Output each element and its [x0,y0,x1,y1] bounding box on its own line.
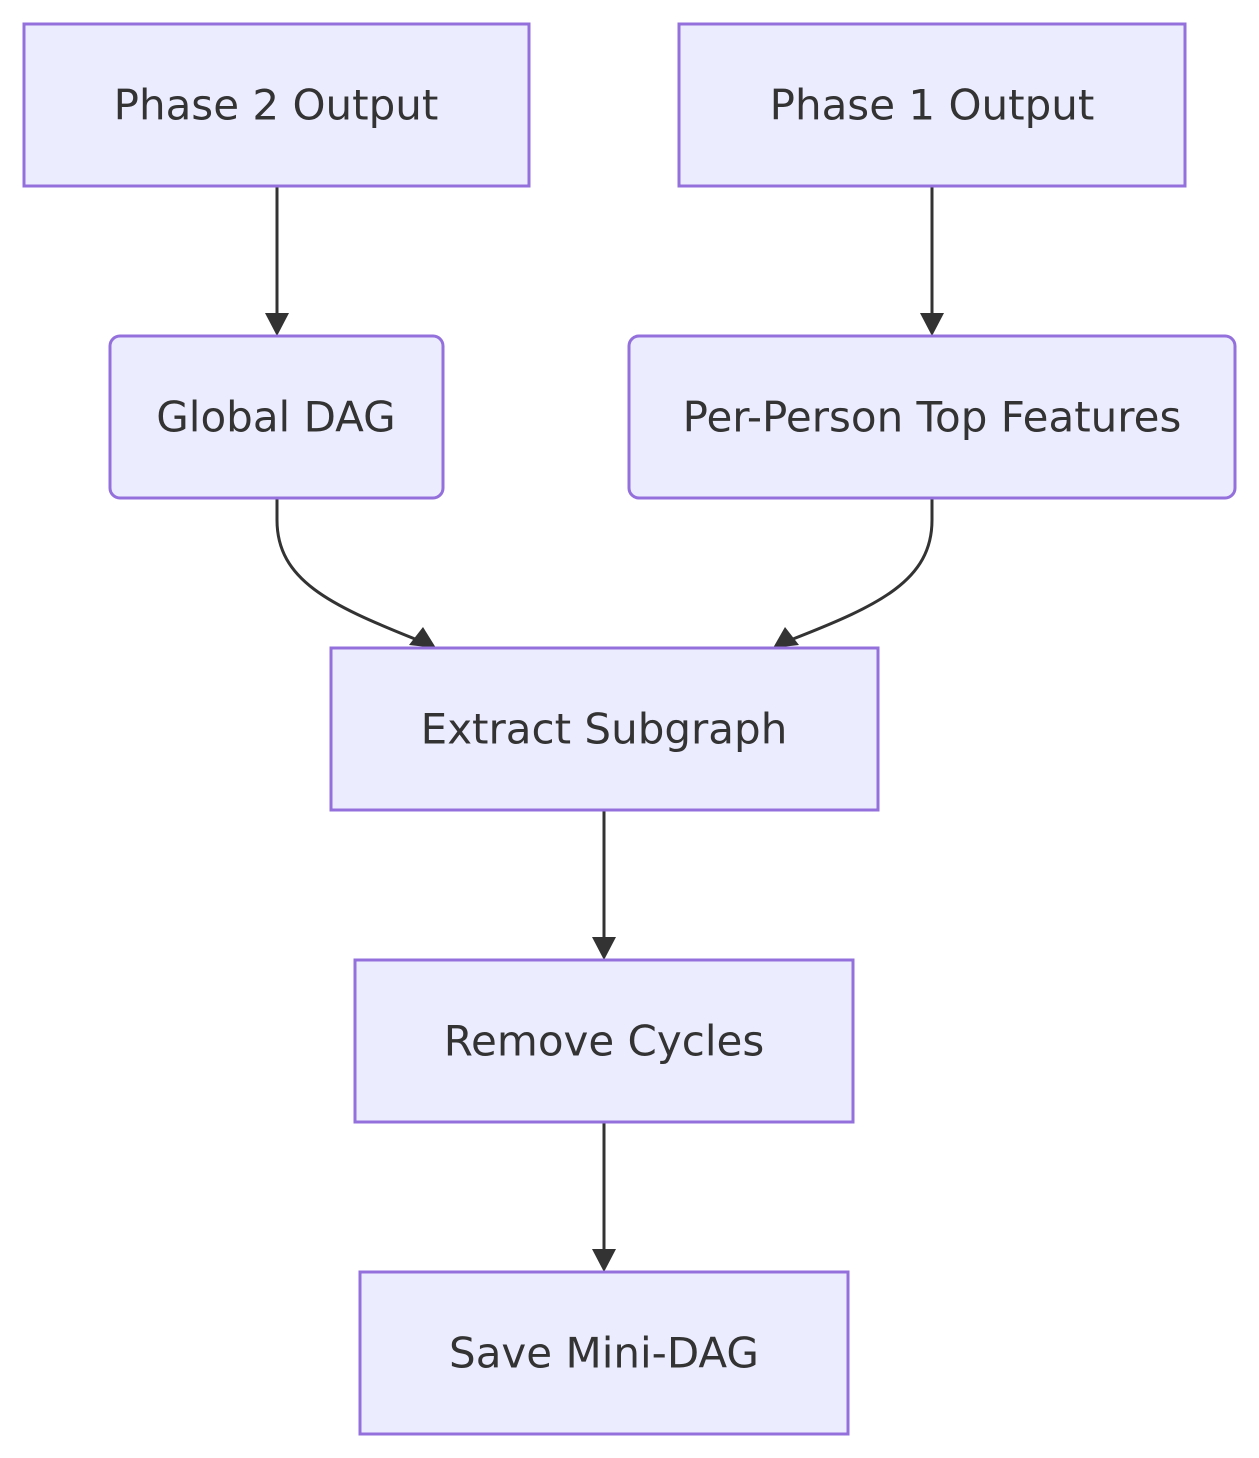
edge-phase2-to-global-dag [265,187,289,336]
node-per-person-top-features: Per-Person Top Features [627,334,1237,500]
node-label: Global DAG [156,393,395,442]
node-label: Phase 2 Output [114,81,439,130]
edge-global-dag-to-extract [275,498,436,648]
node-save-mini-dag: Save Mini-DAG [358,1270,850,1436]
arrowhead-icon [920,313,944,336]
arrowhead-icon [773,627,799,648]
node-extract-subgraph: Extract Subgraph [329,646,880,812]
edge-remove-cycles-to-save [592,1123,616,1272]
arrowhead-icon [265,313,289,336]
node-label: Remove Cycles [444,1017,764,1066]
node-label: Save Mini-DAG [449,1329,759,1378]
node-label: Per-Person Top Features [683,393,1182,442]
arrowhead-icon [592,937,616,960]
edge-extract-to-remove-cycles [592,811,616,960]
node-label: Phase 1 Output [770,81,1095,130]
edge-per-person-to-extract [773,498,934,648]
arrowhead-icon [409,627,436,648]
node-phase2-output: Phase 2 Output [22,22,531,188]
edge-phase1-to-per-person [920,187,944,336]
node-global-dag: Global DAG [108,334,445,500]
node-phase1-output: Phase 1 Output [677,22,1187,188]
node-label: Extract Subgraph [421,705,788,754]
arrowhead-icon [592,1249,616,1272]
node-remove-cycles: Remove Cycles [353,958,855,1124]
